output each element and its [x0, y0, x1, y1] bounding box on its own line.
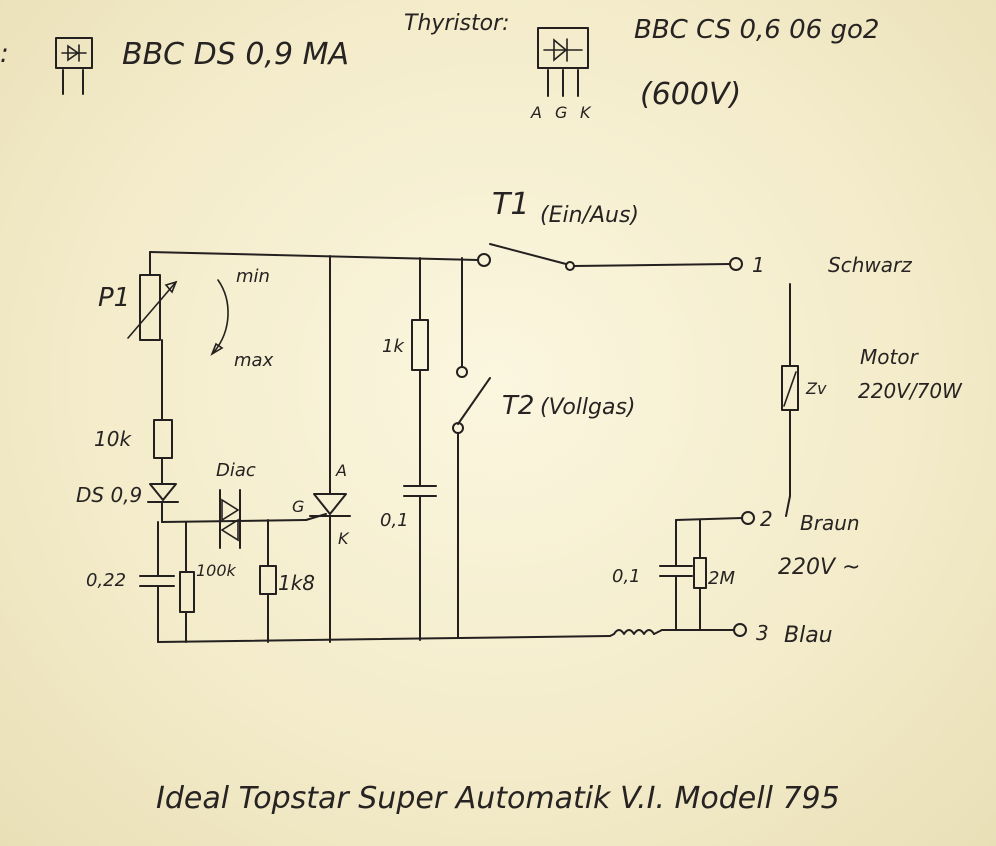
- diac-label: Diac: [216, 460, 256, 481]
- thyristor-pin-g: G: [555, 103, 567, 122]
- resistor-2m: [693, 557, 707, 631]
- diode-ds09: [147, 483, 179, 523]
- resistor-2m-label: 2M: [708, 568, 735, 589]
- capacitor-022: [139, 521, 175, 643]
- switch-t2: [452, 257, 491, 639]
- capacitor-01-line: [659, 565, 693, 631]
- top-rail-wire: [149, 251, 479, 261]
- diode-ref-fragment: :: [0, 39, 9, 69]
- capacitor-01-snubber-label: 0,1: [380, 510, 409, 531]
- motor: [781, 283, 799, 517]
- switch-t1-desc: (Ein/Aus): [540, 203, 639, 228]
- thyristor-pin-a: A: [530, 103, 542, 122]
- potentiometer-p1: [127, 251, 178, 421]
- capacitor-022-label: 0,22: [86, 570, 126, 591]
- terminal-2-wiring: [675, 511, 755, 567]
- terminal-3-number: 3: [756, 621, 769, 645]
- resistor-1k8: [259, 519, 277, 643]
- diode-part-label: BBC DS 0,9 MA: [122, 37, 349, 72]
- resistor-10k: [153, 419, 173, 485]
- terminal-3-wiring: [609, 623, 747, 637]
- resistor-1k: [411, 257, 429, 487]
- resistor-1k-label: 1k: [382, 336, 405, 357]
- terminal-3-color: Blau: [784, 623, 833, 648]
- terminal-2-number: 2: [760, 507, 773, 531]
- pot-min-label: min: [236, 266, 270, 287]
- motor-rating: 220V/70W: [858, 379, 963, 403]
- switch-t2-desc: (Vollgas): [540, 395, 636, 420]
- diode-package-icon: [55, 37, 93, 95]
- thyristor-gate-label: G: [292, 497, 304, 516]
- resistor-10k-label: 10k: [94, 427, 132, 451]
- capacitor-01-snubber: [403, 485, 437, 641]
- terminal-2-color: Braun: [800, 511, 860, 535]
- diagram-caption: Ideal Topstar Super Automatik V.I. Model…: [156, 781, 840, 816]
- terminal-1-number: 1: [752, 253, 765, 277]
- switch-t2-label: T2: [502, 391, 534, 421]
- resistor-1k8-label: 1k8: [278, 571, 315, 595]
- pot-max-label: max: [234, 350, 274, 371]
- terminal-1-color: Schwarz: [828, 253, 912, 277]
- resistor-100k-label: 100k: [196, 561, 237, 580]
- thyristor: [305, 255, 351, 643]
- bottom-rail-wire: [157, 635, 611, 643]
- thyristor-cathode-label: K: [338, 529, 350, 548]
- motor-label: Motor: [860, 345, 920, 369]
- mains-voltage-label: 220V ~: [778, 555, 860, 580]
- thyristor-pin-k: K: [580, 103, 592, 122]
- thyristor-heading: Thyristor:: [404, 11, 510, 36]
- thyristor-anode-label: A: [335, 461, 347, 480]
- resistor-100k: [179, 521, 195, 643]
- pot-label: P1: [98, 283, 130, 313]
- motor-symbol-label: Zv: [805, 379, 827, 398]
- diac: [219, 489, 241, 549]
- diode-ds09-label: DS 0,9: [76, 483, 142, 507]
- thyristor-voltage-label: (600V): [640, 77, 741, 112]
- pot-direction-arrow: [210, 279, 229, 356]
- capacitor-01-line-label: 0,1: [612, 566, 641, 587]
- thyristor-part-label: BBC CS 0,6 06 go2: [634, 15, 879, 45]
- switch-t1: [477, 243, 743, 271]
- thyristor-package-icon: [537, 27, 589, 97]
- switch-t1-label: T1: [492, 187, 529, 222]
